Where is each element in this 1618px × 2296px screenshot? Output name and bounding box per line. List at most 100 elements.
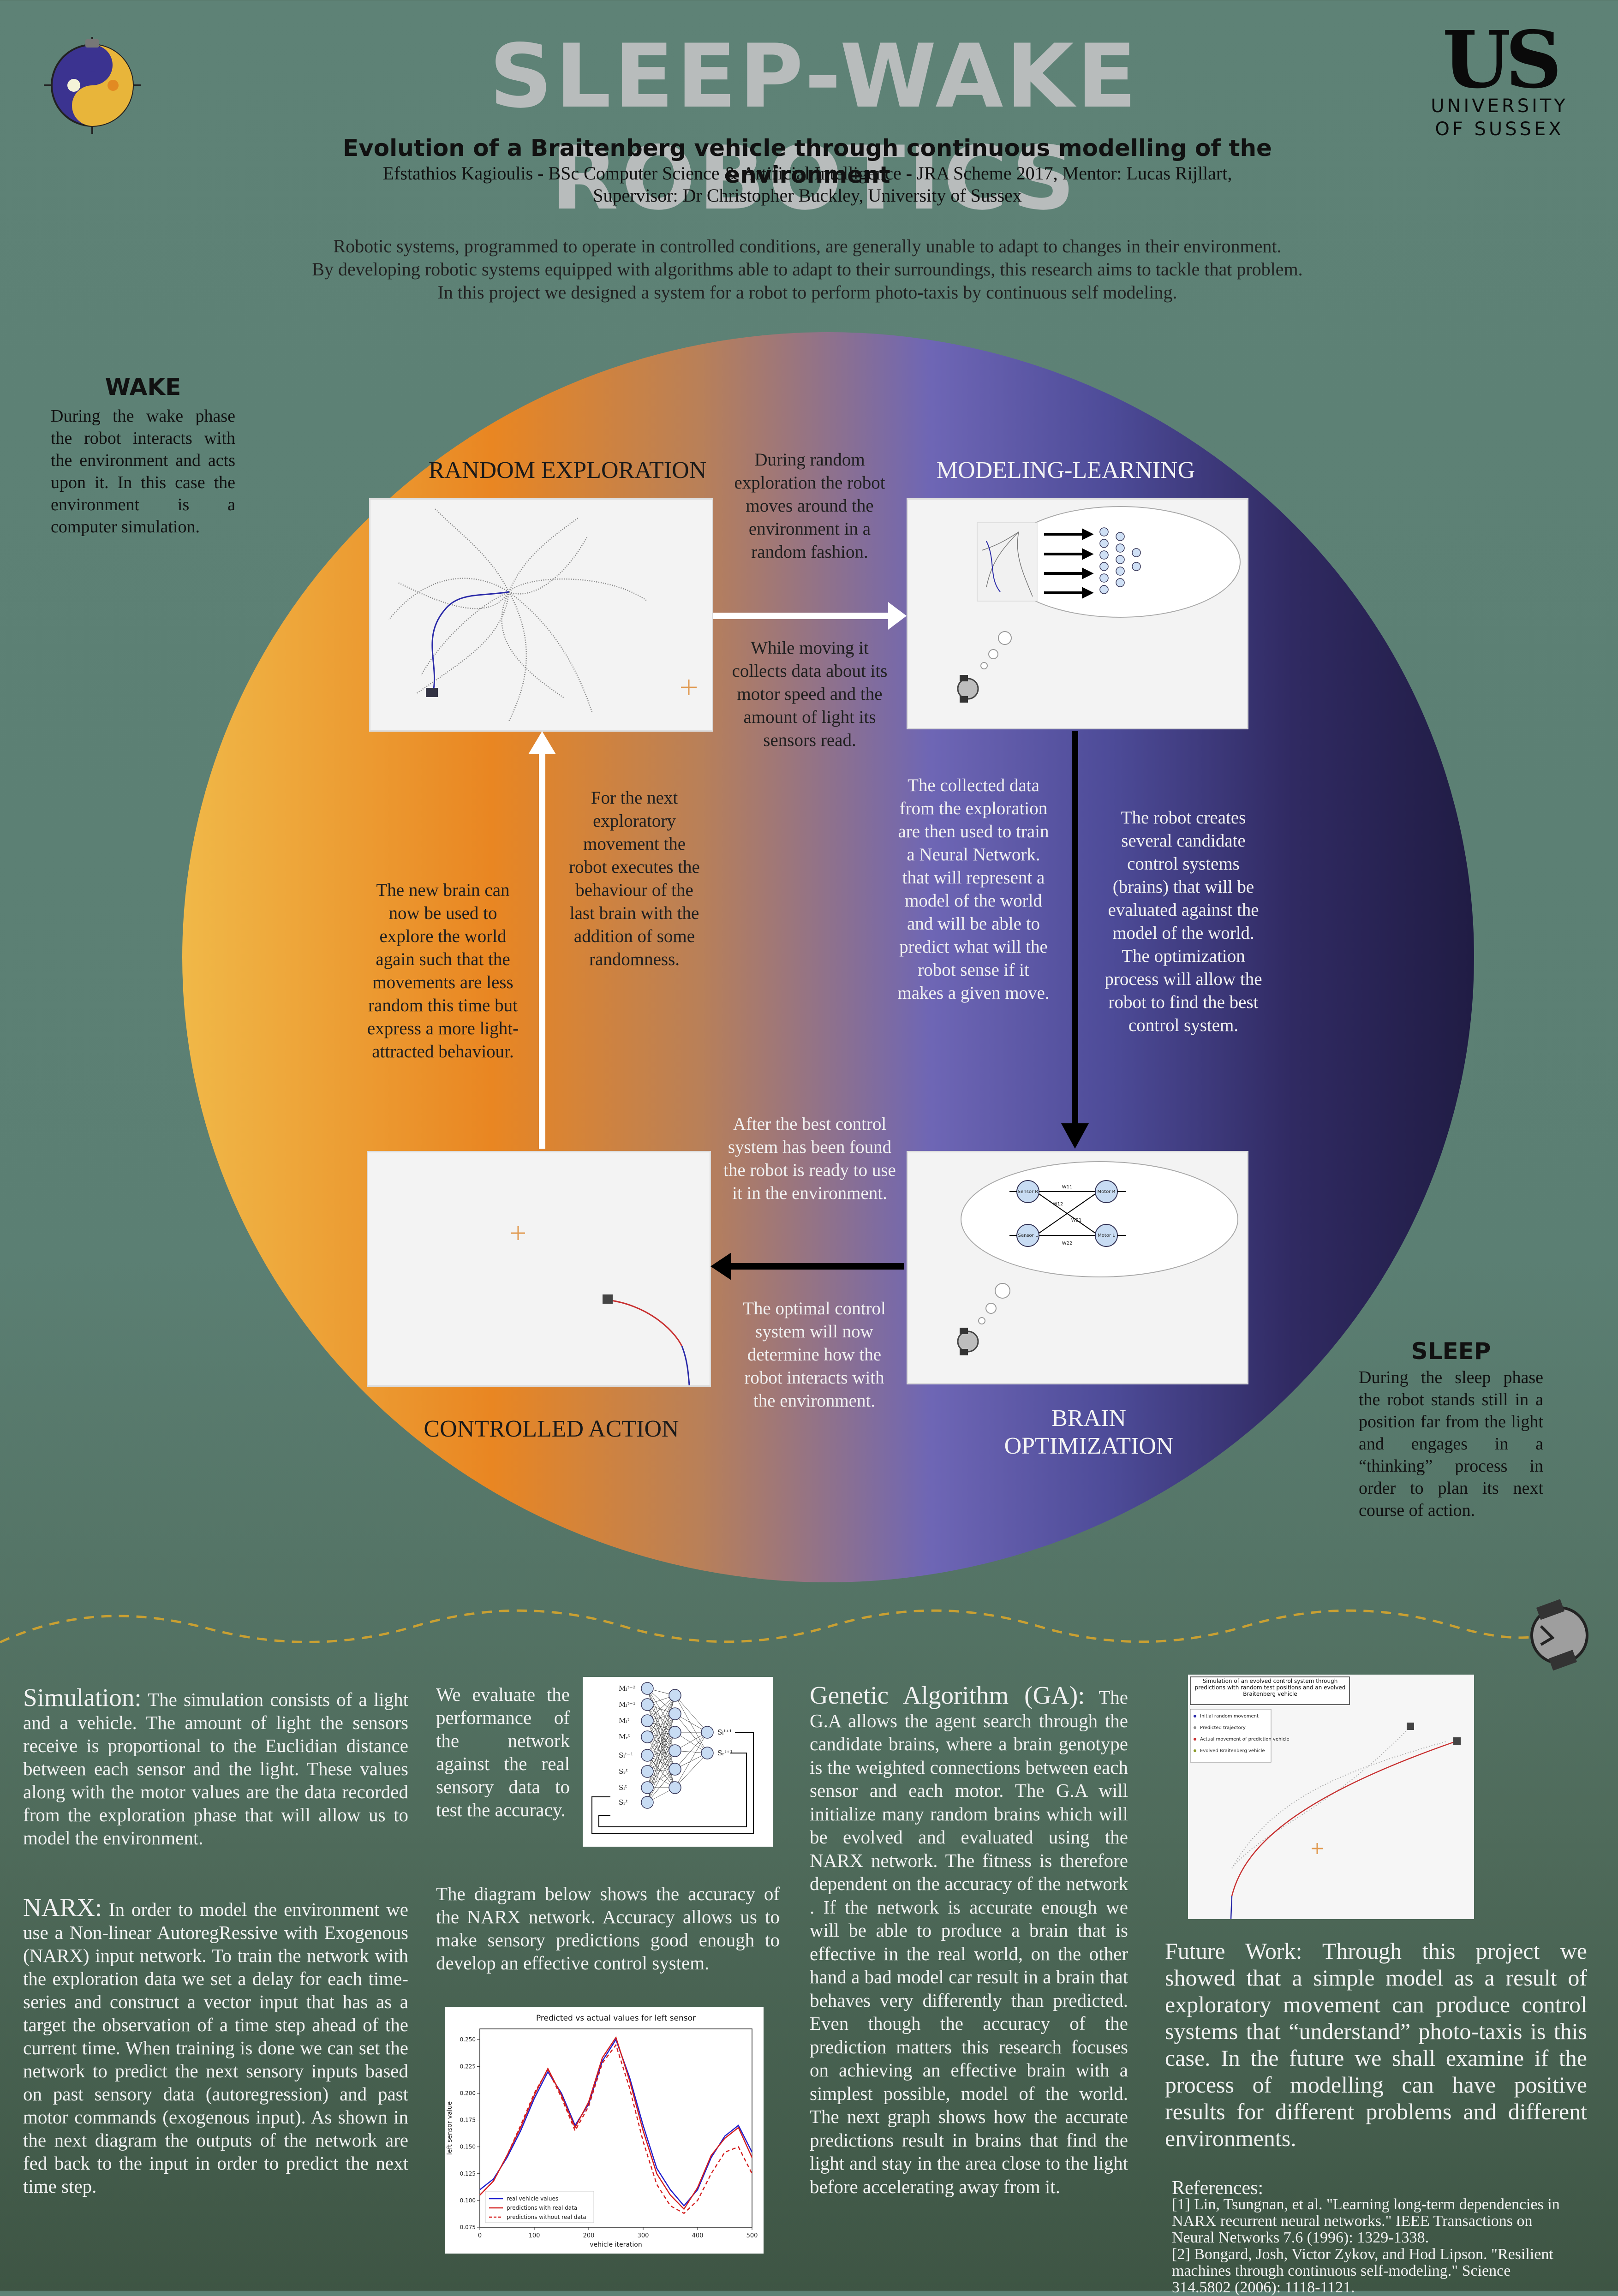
supervisor-credit: Supervisor: Dr Christopher Buckley, Univ…	[593, 185, 1022, 206]
logo-line-1: UNIVERSITY	[1431, 95, 1568, 117]
controlled-action-panel	[367, 1151, 711, 1387]
text-after-best: After the best control system has been f…	[723, 1114, 896, 1203]
x-tick-label: 0	[478, 2232, 482, 2239]
x-tick-label: 200	[583, 2232, 595, 2239]
net-sensor-r: Sensor R	[1018, 1189, 1038, 1194]
narx-input-node	[641, 1730, 654, 1743]
robot-icon	[957, 1328, 979, 1355]
robot-icon	[426, 688, 438, 697]
net-sensor-l: Sensor L	[1018, 1233, 1038, 1238]
logo-mark: US	[1442, 14, 1562, 106]
narx-section: NARX: In order to model the environment …	[23, 1893, 408, 2198]
legend-label: predictions with real data	[507, 2205, 577, 2211]
narx-hidden-node	[669, 1781, 681, 1794]
text-collected-data: The collected data from the exploration …	[897, 775, 1050, 1003]
y-tick-label: 0.250	[460, 2036, 476, 2043]
narx-hidden-node	[669, 1763, 681, 1776]
ga-text: The G.A allows the agent search through …	[810, 1687, 1128, 2197]
random-trajectories-figure	[388, 508, 697, 722]
narx-input-node	[641, 1714, 654, 1727]
narx-output-node	[701, 1747, 714, 1759]
net-w11: W11	[1062, 1185, 1073, 1190]
narx-input-node	[641, 1682, 654, 1695]
text-collects-data: While moving it collects data about its …	[732, 638, 888, 750]
net-w21: W21	[1071, 1218, 1082, 1223]
y-tick-label: 0.175	[460, 2117, 476, 2123]
sleep-heading: SLEEP	[1411, 1338, 1491, 1365]
evolved-vehicle-plot: Simulation of an evolved control system …	[1188, 1675, 1474, 1920]
text-next-exploratory: For the next exploratory movement the ro…	[569, 788, 700, 969]
reference-1: [1] Lin, Tsungnan, et al. "Learning long…	[1172, 2196, 1560, 2246]
series-line-1	[479, 2038, 753, 2207]
ga-heading: Genetic Algorithm (GA):	[810, 1681, 1085, 1709]
narx-heading: NARX:	[23, 1893, 102, 1921]
x-axis-label: vehicle iteration	[590, 2241, 642, 2248]
poster-title: SLEEP-WAKE ROBOTICS	[489, 25, 1140, 229]
net-motor-l: Motor L	[1098, 1233, 1115, 1238]
section-divider	[0, 1599, 1588, 1671]
evaluate-text: We evaluate the performance of the netwo…	[436, 1684, 570, 1820]
braitenberg-network-figure: Sensor R Motor R Sensor L Motor L W11 W2…	[957, 1161, 1238, 1355]
arrow-down-icon	[1061, 731, 1089, 1149]
university-logo: US UNIVERSITY OF SUSSEX	[1430, 14, 1569, 141]
future-work-section: Future Work: Through this project we sho…	[1165, 1938, 1587, 2152]
narx-hidden-node	[669, 1726, 681, 1739]
sleep-text: During the sleep phase the robot stands …	[1359, 1368, 1543, 1520]
future-work-text: Through this project we showed that a si…	[1165, 1938, 1587, 2151]
legend-initial-random: Initial random movement	[1200, 1714, 1259, 1719]
intro-line-2: By developing robotic systems equipped w…	[312, 259, 1303, 280]
accuracy-chart: Predicted vs actual values for left sens…	[445, 2007, 764, 2254]
simulation-text: The simulation consists of a light and a…	[23, 1689, 408, 1849]
author-credit: Efstathios Kagioulis - BSc Computer Scie…	[382, 163, 1232, 184]
series-line-2	[479, 2036, 753, 2210]
narx-input-label: Sₗᵗ	[619, 1783, 627, 1792]
net-w22: W22	[1062, 1241, 1073, 1246]
net-motor-r: Motor R	[1097, 1189, 1115, 1194]
references-heading: References:	[1172, 2177, 1264, 2199]
stage-controlled-action: CONTROLLED ACTION	[424, 1416, 679, 1442]
narx-input-node	[641, 1765, 654, 1778]
robot-icon	[957, 675, 979, 703]
narx-input-node	[641, 1698, 654, 1711]
simulation-heading: Simulation:	[23, 1683, 142, 1712]
legend-evolved-vehicle: Evolved Braitenberg vehicle	[1200, 1748, 1265, 1753]
text-robot-creates: The robot creates several candidate cont…	[1105, 808, 1262, 1035]
narx-input-node	[641, 1749, 654, 1762]
y-tick-label: 0.075	[460, 2224, 476, 2230]
y-tick-label: 0.200	[460, 2090, 476, 2096]
narx-input-label: Mₗᵗ	[619, 1717, 629, 1725]
robot-icon	[1530, 1599, 1588, 1671]
x-tick-label: 400	[692, 2232, 704, 2239]
y-axis-label: left sensor value	[446, 2101, 454, 2155]
random-exploration-panel	[369, 498, 713, 732]
arrow-left-icon	[710, 1252, 904, 1280]
wake-heading: WAKE	[105, 374, 181, 400]
legend-label: predictions without real data	[507, 2214, 586, 2220]
poster-subtitle: Evolution of a Braitenberg vehicle throu…	[343, 135, 1272, 188]
x-tick-label: 300	[638, 2232, 649, 2239]
robot-icon	[603, 1294, 613, 1304]
narx-input-label: Sᵣᵗ	[619, 1798, 627, 1807]
text-new-brain: The new brain can now be used to explore…	[367, 880, 519, 1062]
controlled-trajectory-figure	[511, 1226, 690, 1386]
stage-brain-optimization-1: BRAIN	[1051, 1405, 1126, 1431]
narx-input-label: Sₗᵗ⁻¹	[619, 1751, 633, 1759]
series-line-3	[479, 2044, 753, 2214]
legend-actual-movement: Actual movement of prediction vehicle	[1200, 1737, 1290, 1742]
y-tick-label: 0.100	[460, 2197, 476, 2204]
cycle-arrows	[710, 731, 1089, 1280]
stage-brain-optimization-2: OPTIMIZATION	[1004, 1433, 1174, 1459]
intro-line-1: Robotic systems, programmed to operate i…	[333, 236, 1282, 256]
text-optimal-control: The optimal control system will now dete…	[743, 1299, 886, 1411]
narx-input-node	[641, 1796, 654, 1809]
narx-hidden-node	[669, 1744, 681, 1757]
narx-input-label: Sᵣᵗ	[619, 1767, 627, 1776]
wake-text: During the wake phase the robot interact…	[51, 406, 235, 537]
narx-output-label: Sᵣᵗ⁺¹	[717, 1749, 733, 1757]
chart-legend	[485, 2191, 594, 2223]
intro-line-3: In this project we designed a system for…	[437, 282, 1177, 303]
narx-output-node	[701, 1726, 714, 1739]
narx-input-label: Mₗᵗ⁻²	[619, 1684, 636, 1693]
